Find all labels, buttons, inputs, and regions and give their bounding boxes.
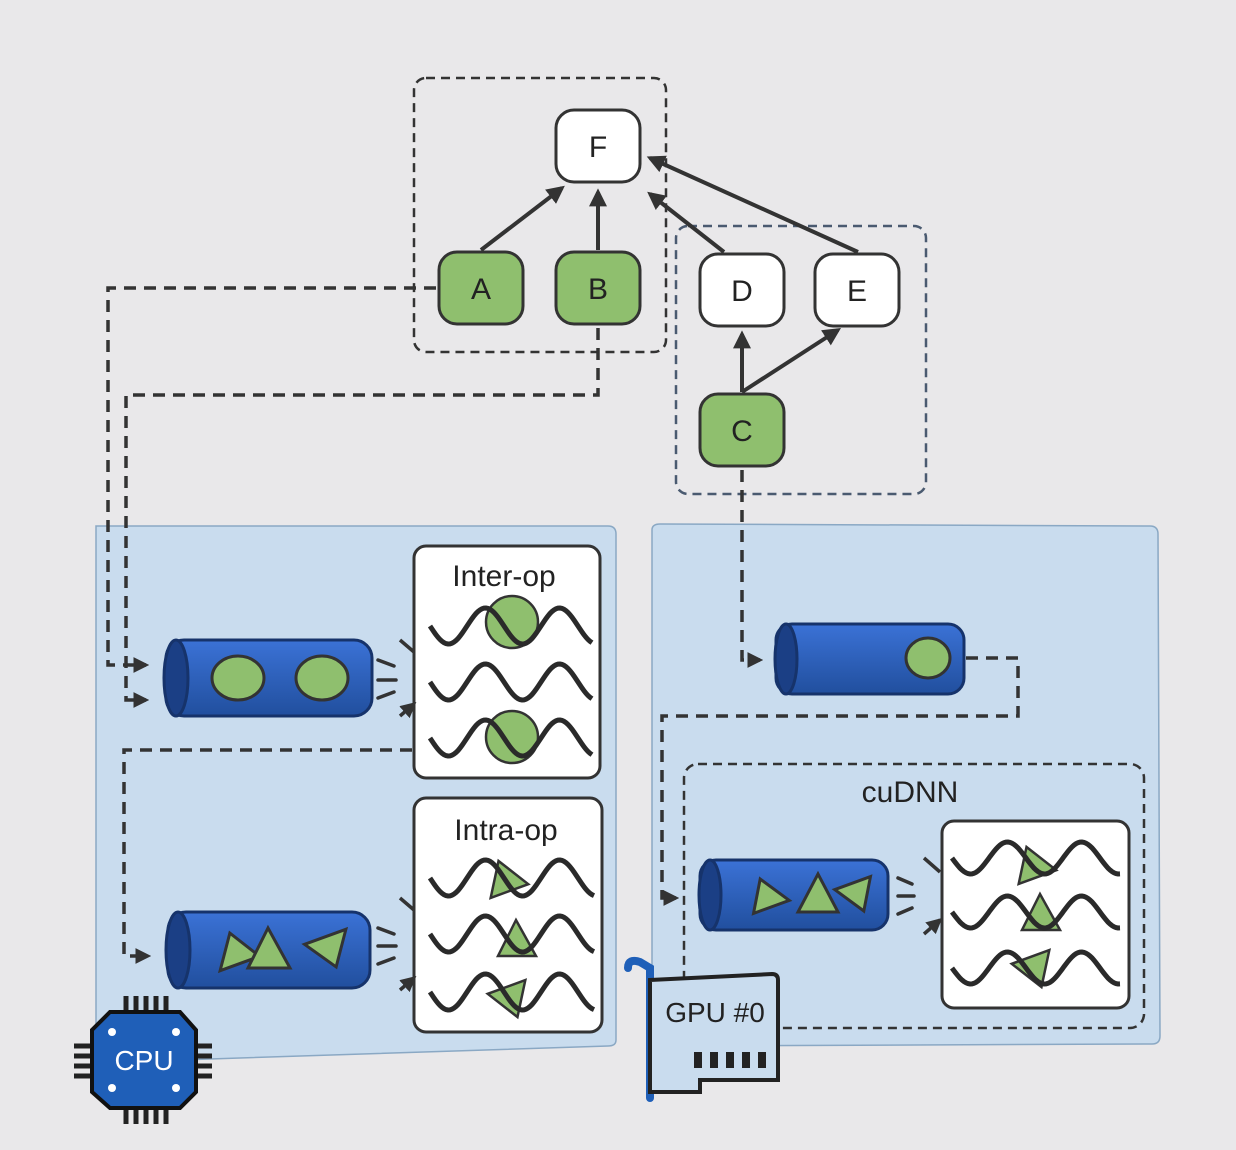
route-c-to-gpu-queue: [740, 470, 764, 668]
node-d: D: [698, 252, 786, 328]
queued-op-fragment-2: [795, 870, 841, 914]
gpu-stream-queue: [773, 622, 966, 696]
routing-lines: [106, 286, 1020, 964]
queued-op-fragment-3: [831, 874, 873, 914]
cpu-inter-op-queue: [162, 638, 374, 718]
gpu-card-label: GPU #0: [665, 997, 765, 1028]
cpu-chip-icon: CPU: [74, 996, 212, 1124]
intra-op-label: Intra-op: [454, 814, 557, 847]
threads: [427, 857, 596, 1020]
node-label: C: [731, 415, 753, 448]
cudnn-label: cuDNN: [862, 776, 959, 809]
edge-c-to-e: [740, 328, 842, 394]
node-label: B: [588, 273, 608, 306]
cudnn-group-box: [682, 762, 1146, 1030]
cpu-placement-group-box: [412, 76, 668, 354]
cpu-chip-label: CPU: [114, 1045, 173, 1076]
inter-op-label: Inter-op: [452, 560, 555, 593]
cudnn-thread-pool: [940, 819, 1131, 1010]
gpu-card-icon: GPU #0: [624, 956, 780, 1102]
node-label: E: [847, 275, 867, 308]
graph-nodes: F A B D E C: [437, 108, 901, 468]
node-a: A: [437, 250, 525, 326]
cudnn-queue: [697, 858, 890, 932]
node-label: F: [589, 131, 607, 164]
route-b-to-cpu-queue: [124, 328, 600, 708]
queued-op-1: [210, 654, 266, 702]
dispatch-arrows: [376, 638, 940, 990]
queued-op-2: [294, 654, 350, 702]
cpu-intra-op-queue: [164, 910, 372, 990]
route-interop-to-intraop-queue: [122, 748, 412, 964]
queued-op-fragment-2: [245, 924, 293, 970]
node-label: A: [471, 273, 491, 306]
threads: [949, 839, 1121, 990]
threads: [427, 594, 594, 765]
queued-op-fragment-1: [217, 930, 263, 974]
node-e: E: [813, 252, 901, 328]
node-label: D: [731, 275, 753, 308]
edge-e-to-f: [646, 155, 859, 254]
graph-edges: [479, 155, 859, 394]
inter-op-thread-pool: Inter-op: [412, 544, 602, 780]
intra-op-thread-pool: Intra-op: [412, 796, 604, 1034]
route-gpu-queue-to-cudnn-queue: [660, 656, 1020, 906]
node-f: F: [554, 108, 642, 184]
edge-a-to-f: [479, 185, 565, 252]
queued-op-fragment-1: [751, 876, 793, 916]
queued-op-1: [904, 636, 952, 680]
node-c: C: [698, 392, 786, 468]
edge-d-to-f: [647, 191, 726, 254]
node-b: B: [554, 250, 642, 326]
queued-op-fragment-3: [301, 926, 349, 970]
